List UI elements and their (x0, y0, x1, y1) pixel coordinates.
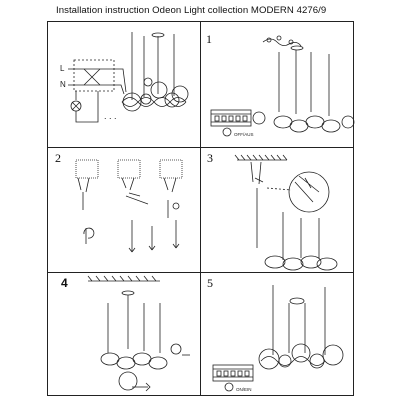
globe-shade-icon (118, 371, 138, 391)
step-number-2: 2 (55, 151, 61, 165)
column-divider (200, 22, 201, 395)
hand-switch-icon (222, 127, 232, 137)
label-l: L (60, 64, 65, 73)
row-divider-1 (48, 147, 353, 148)
panel-wiring: L N (48, 22, 200, 147)
detail-magnifier-icon (288, 171, 330, 213)
label-n: N (60, 80, 66, 89)
panel-step-5: 5 ON/EIN (201, 273, 355, 397)
panel-step-3: 3 (201, 148, 355, 272)
switch-label-off: OFF/AUS (234, 132, 254, 137)
panel-step-4: 4 (48, 273, 200, 397)
breaker-box-icon (210, 109, 252, 127)
row-divider-2 (48, 272, 353, 273)
instruction-sheet: L N (47, 21, 355, 397)
panel-step-2: 2 (48, 148, 200, 272)
panel-step-1: 1 OFF/AUS (201, 22, 355, 147)
step-number-3: 3 (207, 151, 213, 165)
more-indicator: . . . (104, 111, 117, 121)
step-number-5: 5 (207, 276, 213, 290)
step-number-1: 1 (206, 32, 212, 46)
page-title: Installation instruction Odeon Light col… (56, 5, 327, 16)
step-number-4: 4 (61, 276, 68, 290)
switch-label-on: ON/EIN (236, 387, 252, 392)
breaker-box-icon (212, 364, 254, 382)
hand-switch-icon (224, 382, 234, 392)
